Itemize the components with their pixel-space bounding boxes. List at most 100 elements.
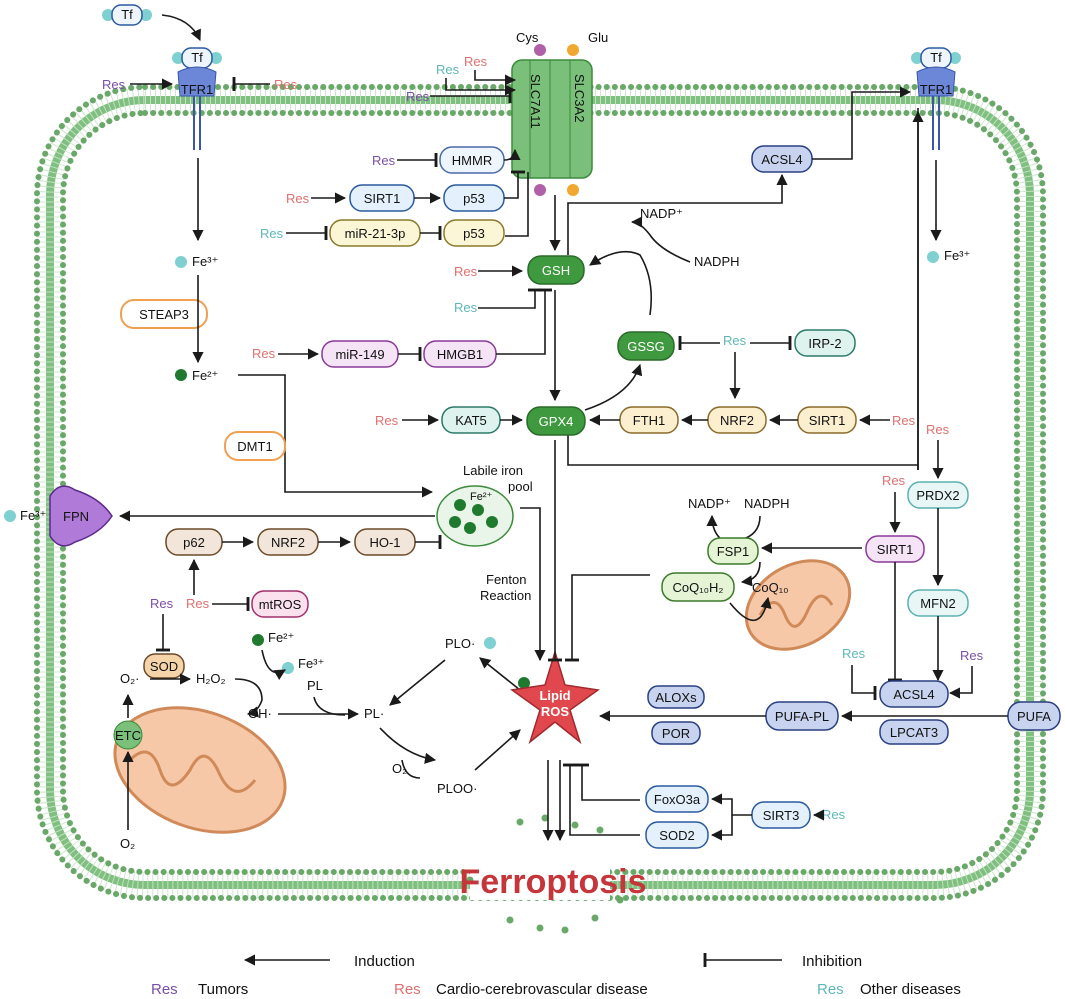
- fth1-box: FTH1: [619, 406, 679, 434]
- svg-text:ACSL4: ACSL4: [761, 152, 802, 167]
- svg-text:Fe²⁺: Fe²⁺: [268, 630, 294, 645]
- svg-text:GSH: GSH: [542, 263, 570, 278]
- svg-text:Res: Res: [394, 981, 421, 998]
- svg-text:Res: Res: [274, 77, 298, 92]
- svg-text:Res: Res: [960, 648, 984, 663]
- svg-text:O₂·: O₂·: [120, 671, 140, 686]
- p53-bottom-box: p53: [443, 219, 505, 247]
- ferroptosis-title: Ferroptosis: [459, 863, 646, 901]
- svg-text:O₂: O₂: [120, 836, 135, 851]
- svg-text:PRDX2: PRDX2: [916, 488, 959, 503]
- svg-text:Res: Res: [406, 89, 430, 104]
- svg-text:SIRT1: SIRT1: [364, 191, 401, 206]
- svg-text:SOD2: SOD2: [659, 828, 694, 843]
- tf-free: Tf: [102, 4, 152, 26]
- svg-text:Res: Res: [151, 981, 178, 998]
- svg-text:Fe²⁺: Fe²⁺: [192, 368, 218, 383]
- kat5-box: KAT5: [441, 406, 501, 434]
- svg-text:Res: Res: [822, 807, 846, 822]
- svg-text:Res: Res: [454, 300, 478, 315]
- svg-text:miR-21-3p: miR-21-3p: [345, 226, 406, 241]
- por-box: POR: [651, 721, 701, 745]
- svg-text:Fe²⁺: Fe²⁺: [470, 491, 493, 503]
- irp2-box: IRP-2: [794, 329, 856, 357]
- svg-text:SIRT1: SIRT1: [809, 413, 846, 428]
- svg-text:TFR1: TFR1: [920, 82, 953, 97]
- svg-text:HO-1: HO-1: [369, 535, 400, 550]
- svg-text:miR-149: miR-149: [335, 347, 384, 362]
- fsp1-box: FSP1: [707, 537, 759, 565]
- svg-text:FSP1: FSP1: [717, 544, 750, 559]
- pufa-box: PUFA: [1007, 701, 1061, 731]
- p62-box: p62: [165, 528, 223, 556]
- legend: Induction Inhibition Res Tumors Res Card…: [151, 952, 961, 998]
- svg-text:PUFA-PL: PUFA-PL: [775, 709, 829, 724]
- svg-text:POR: POR: [662, 726, 690, 741]
- svg-text:PL·: PL·: [364, 706, 384, 721]
- prdx2-box: PRDX2: [907, 481, 969, 509]
- lpcat3-box: LPCAT3: [879, 719, 949, 745]
- acsl4-top-box: ACSL4: [751, 145, 813, 173]
- svg-text:Fe³⁺: Fe³⁺: [192, 254, 218, 269]
- xc-transporter: SLC7A11 SLC3A2: [511, 59, 593, 179]
- svg-text:Res: Res: [375, 413, 399, 428]
- svg-text:Res: Res: [842, 646, 866, 661]
- svg-text:Other diseases: Other diseases: [860, 981, 961, 998]
- svg-text:Res: Res: [252, 346, 276, 361]
- sod-box: SOD: [143, 653, 185, 679]
- svg-text:HMGB1: HMGB1: [437, 347, 483, 362]
- svg-text:Fenton: Fenton: [486, 572, 526, 587]
- svg-text:NADP⁺: NADP⁺: [688, 496, 731, 511]
- mitochondrion-left: ETC: [113, 706, 287, 834]
- lipid-ros-star: Lipid ROS: [510, 649, 600, 745]
- svg-text:Res: Res: [817, 981, 844, 998]
- nrf2-right-box: NRF2: [707, 406, 767, 434]
- svg-text:Res: Res: [286, 191, 310, 206]
- svg-text:Fe³⁺: Fe³⁺: [20, 508, 46, 523]
- svg-text:Tf: Tf: [191, 50, 203, 65]
- svg-text:CoQ₁₀: CoQ₁₀: [752, 580, 789, 595]
- svg-text:LPCAT3: LPCAT3: [890, 725, 938, 740]
- gssg-box: GSSG: [617, 331, 675, 361]
- dmt1-box: DMT1: [224, 431, 286, 461]
- svg-text:Cys: Cys: [516, 30, 539, 45]
- mtros-box: mtROS: [251, 590, 309, 618]
- svg-text:Lipid: Lipid: [539, 688, 570, 703]
- sirt1-right-box: SIRT1: [797, 406, 857, 434]
- svg-text:PL: PL: [307, 678, 323, 693]
- svg-text:Res: Res: [723, 333, 747, 348]
- labile-iron-pool: Fe²⁺: [436, 485, 514, 547]
- svg-text:PLOO·: PLOO·: [437, 781, 477, 796]
- svg-text:Tumors: Tumors: [198, 981, 248, 998]
- svg-text:NADPH: NADPH: [694, 254, 740, 269]
- nrf2-left-box: NRF2: [257, 528, 319, 556]
- svg-text:Reaction: Reaction: [480, 588, 531, 603]
- svg-text:Res: Res: [102, 77, 126, 92]
- svg-text:SLC3A2: SLC3A2: [572, 74, 587, 122]
- svg-text:mtROS: mtROS: [259, 597, 302, 612]
- svg-text:Fe³⁺: Fe³⁺: [298, 656, 324, 671]
- svg-text:STEAP3: STEAP3: [139, 307, 189, 322]
- ho1-box: HO-1: [354, 528, 416, 556]
- pufapl-box: PUFA-PL: [765, 701, 839, 731]
- svg-text:ACSL4: ACSL4: [893, 687, 934, 702]
- fpn-transporter: FPN: [49, 485, 113, 547]
- svg-text:ROS: ROS: [541, 704, 570, 719]
- svg-text:Res: Res: [372, 153, 396, 168]
- svg-text:GSSG: GSSG: [627, 339, 665, 354]
- svg-text:KAT5: KAT5: [455, 413, 487, 428]
- sirt1-mid-box: SIRT1: [865, 535, 925, 563]
- coq10h2-box: CoQ₁₀H₂: [661, 572, 735, 602]
- mir149-box: miR-149: [321, 340, 399, 368]
- sod2-box: SOD2: [645, 821, 709, 849]
- svg-text:FTH1: FTH1: [633, 413, 666, 428]
- svg-text:SIRT1: SIRT1: [877, 542, 914, 557]
- svg-text:NADPH: NADPH: [744, 496, 790, 511]
- svg-text:Res: Res: [464, 54, 488, 69]
- svg-text:ETC: ETC: [115, 728, 141, 743]
- gpx4-box: GPX4: [526, 406, 586, 436]
- svg-text:NRF2: NRF2: [720, 413, 754, 428]
- svg-text:H₂O₂: H₂O₂: [196, 671, 226, 686]
- svg-text:Res: Res: [260, 226, 284, 241]
- svg-text:NADP⁺: NADP⁺: [640, 206, 683, 221]
